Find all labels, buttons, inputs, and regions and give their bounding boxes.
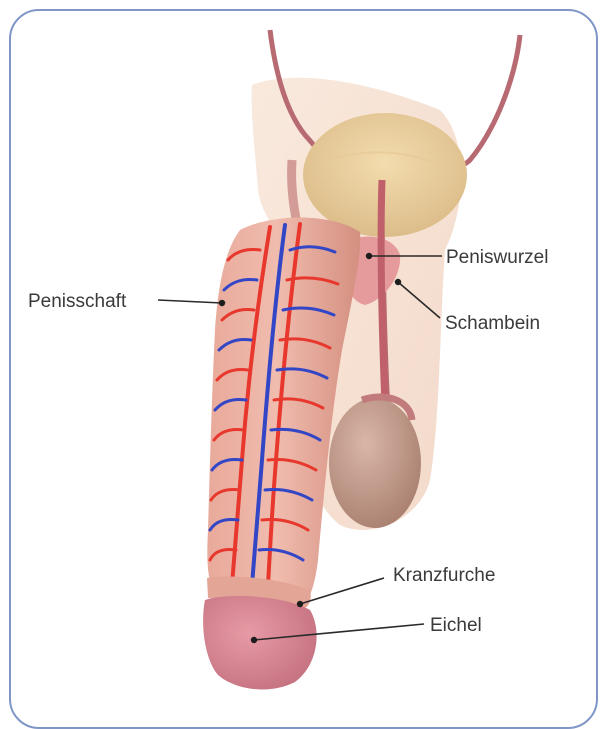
bladder bbox=[303, 113, 467, 237]
label-kranzfurche: Kranzfurche bbox=[393, 565, 495, 586]
label-penisschaft: Penisschaft bbox=[28, 291, 127, 312]
testis bbox=[329, 398, 421, 528]
label-peniswurzel: Peniswurzel bbox=[446, 247, 548, 268]
anatomy-illustration: Peniswurzel Penisschaft Schambein Kranzf… bbox=[0, 0, 609, 713]
spermatic-cord bbox=[381, 180, 385, 405]
label-eichel: Eichel bbox=[430, 615, 482, 636]
glans bbox=[203, 596, 317, 690]
label-schambein: Schambein bbox=[445, 313, 540, 334]
